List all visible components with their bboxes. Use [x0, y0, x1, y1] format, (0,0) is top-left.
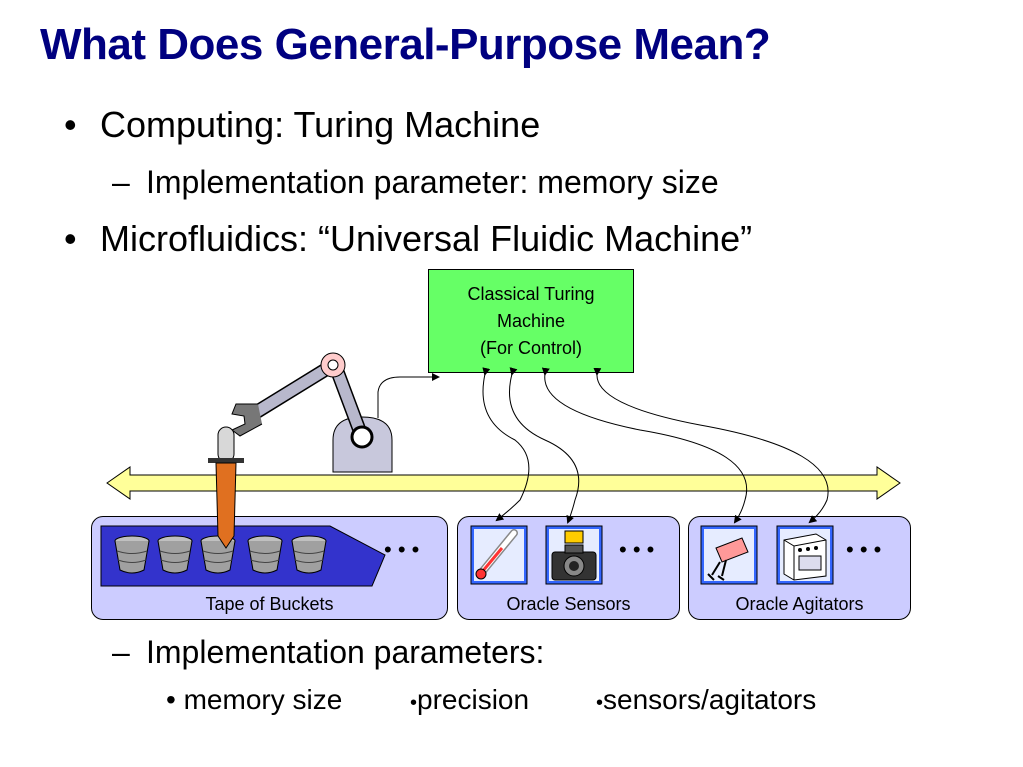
item-text: sensors/agitators [603, 684, 817, 715]
controller-line3: (For Control) [479, 337, 582, 358]
robot-arm-icon [231, 352, 374, 449]
stove-icon [776, 525, 834, 585]
bucket-icon [114, 535, 150, 574]
item-text: memory size [183, 684, 343, 715]
controller-line2: Machine [496, 310, 566, 331]
bucket-icon [247, 535, 283, 574]
bullet-text: Computing: Turing Machine [100, 104, 541, 145]
dash-marker: – [112, 164, 130, 200]
slide-title: What Does General-Purpose Mean? [40, 20, 771, 69]
mixer-icon [700, 525, 758, 585]
item-marker: • [166, 684, 176, 715]
dash-marker: – [112, 634, 130, 670]
item-precision: •precision [410, 684, 529, 716]
camera-icon [545, 525, 603, 585]
control-wires [377, 367, 829, 524]
tape-label: Tape of Buckets [205, 594, 334, 614]
sensors-ellipsis: • • • [619, 537, 654, 562]
agitators-label: Oracle Agitators [735, 594, 864, 614]
tape-ellipsis: • • • [384, 537, 419, 562]
bullet-marker: • [64, 104, 77, 145]
agitators-ellipsis: • • • [846, 537, 881, 562]
bucket-icon [157, 535, 193, 574]
bullet-marker: • [64, 218, 77, 259]
sub-bullet-text: Implementation parameter: memory size [146, 164, 719, 200]
thermometer-icon [470, 525, 528, 585]
item-text: precision [417, 684, 530, 715]
bullet-text: Microfluidics: “Universal Fluidic Machin… [100, 218, 753, 259]
controller-line1: Classical Turing [467, 283, 595, 304]
item-marker: • [410, 692, 418, 714]
bucket-icon [291, 535, 327, 574]
sensors-label: Oracle Sensors [506, 594, 631, 614]
item-marker: • [596, 692, 604, 714]
item-memory-size: • memory size [166, 684, 342, 716]
turing-machine-controller: Classical Turing Machine (For Control) [428, 269, 634, 373]
pipette-icon [208, 426, 244, 549]
item-sensors-agitators: •sensors/agitators [596, 684, 816, 716]
sub-bullet-text: Implementation parameters: [146, 634, 545, 670]
